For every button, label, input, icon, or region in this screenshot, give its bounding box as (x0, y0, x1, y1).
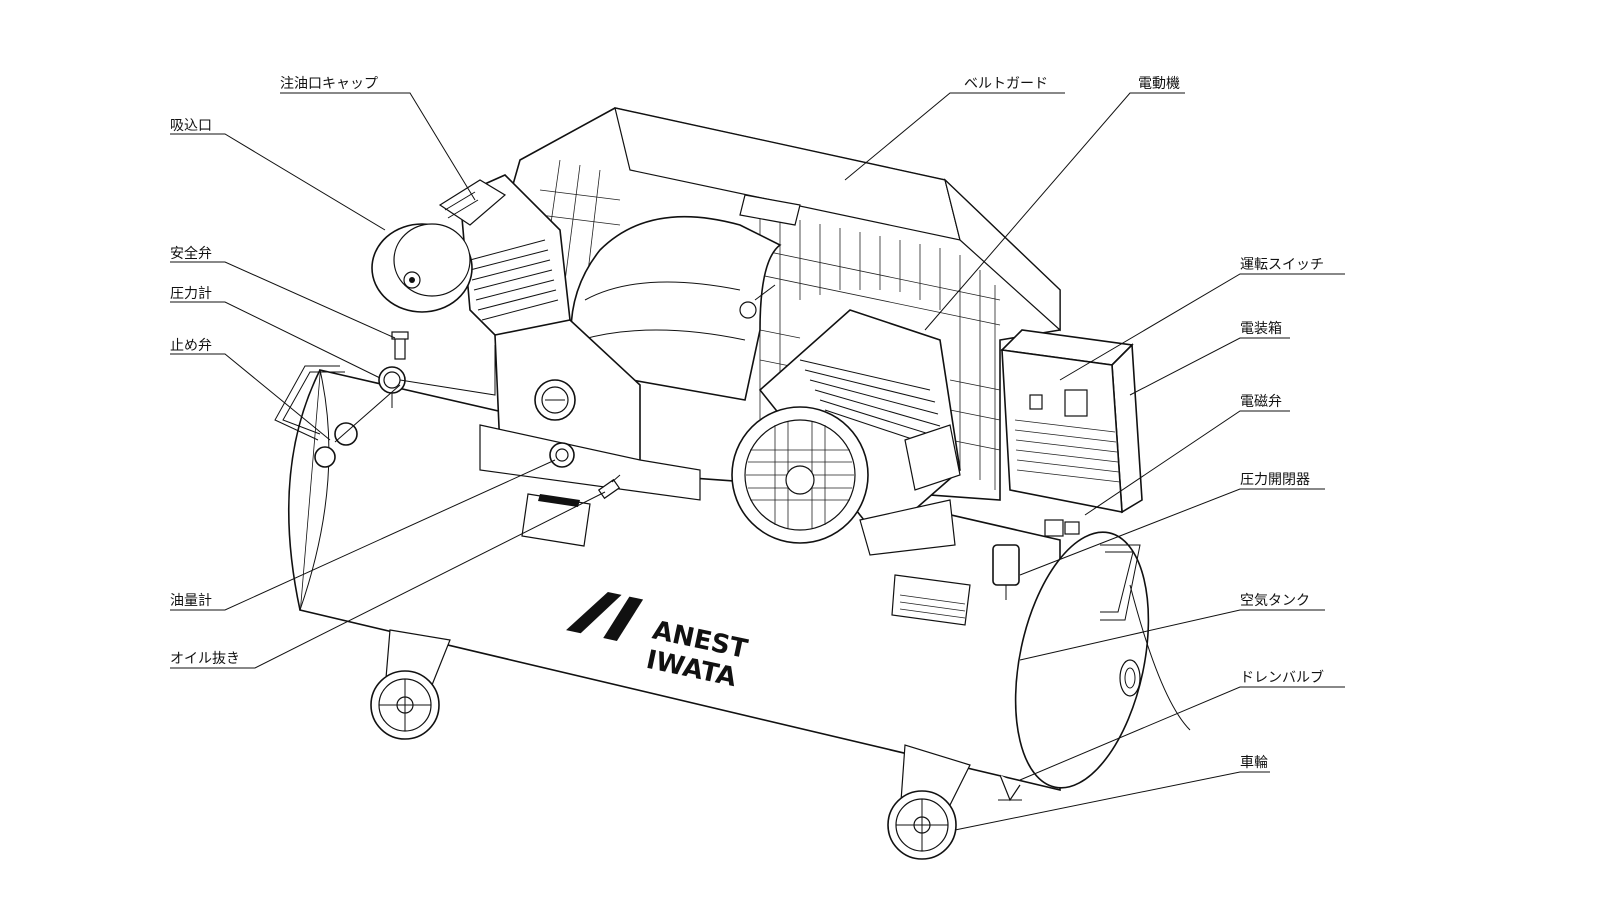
solenoid-valve (1044, 519, 1080, 537)
leader-belt-guard (844, 92, 1065, 181)
safety-valve (391, 331, 409, 360)
label-wheel: 車輪 (1240, 755, 1268, 771)
cylinder-fins (469, 239, 559, 321)
label-electrical-box: 電装箱 (1240, 321, 1282, 337)
leader-safety-valve (170, 261, 396, 339)
motor-fins (799, 359, 946, 451)
wheel-right (887, 744, 971, 860)
electrical-box-vents (1014, 419, 1121, 483)
leader-run-switch (1059, 273, 1345, 381)
label-oil-drain: オイル抜き (170, 651, 240, 667)
leader-pressure-gauge (170, 301, 381, 379)
electrical-box (1000, 329, 1143, 514)
leader-oil-cap (280, 92, 476, 201)
leader-air-tank (1019, 609, 1325, 661)
label-motor: 電動機 (1138, 76, 1180, 92)
tank-handle-right (1100, 544, 1141, 621)
label-pressure-gauge: 圧力計 (170, 286, 212, 302)
check-valve (314, 384, 401, 468)
flywheel-cover (570, 215, 782, 401)
leader-pressure-switch (1019, 488, 1325, 576)
pressure-switch (992, 544, 1020, 600)
label-pressure-switch: 圧力開閉器 (1240, 472, 1310, 488)
electric-motor (731, 309, 961, 556)
leader-motor (924, 92, 1185, 331)
warning-plate-right (891, 574, 971, 626)
label-safety-valve: 安全弁 (170, 246, 212, 262)
tank-handle-left (274, 365, 345, 441)
label-run-switch: 運転スイッチ (1240, 257, 1324, 273)
oil-level-gauge (549, 442, 575, 468)
warning-plate-left (521, 493, 591, 547)
intake-filter (371, 223, 473, 313)
leader-check-valve (170, 353, 331, 441)
leader-oil-level-gauge (170, 459, 556, 611)
label-drain-valve: ドレンバルブ (1240, 670, 1324, 686)
label-solenoid-valve: 電磁弁 (1240, 394, 1282, 410)
leader-lines (170, 92, 1345, 831)
label-belt-guard: ベルトガード (964, 76, 1048, 92)
label-intake: 吸込口 (170, 118, 212, 134)
leader-oil-drain (170, 491, 606, 669)
leader-intake (170, 133, 386, 231)
air-tank (287, 369, 1191, 792)
leader-electrical-box (1129, 337, 1290, 396)
discharge-pipe (399, 345, 496, 396)
label-check-valve: 止め弁 (170, 338, 212, 354)
leader-drain-valve (1019, 686, 1345, 781)
crankcase (479, 319, 701, 501)
label-oil-level-gauge: 油量計 (170, 593, 212, 609)
leader-solenoid-valve (1084, 410, 1290, 516)
wheel-left (370, 629, 451, 740)
label-oil-cap: 注油口キャップ (280, 76, 378, 92)
label-air-tank: 空気タンク (1240, 593, 1310, 609)
drain-valve (998, 774, 1022, 802)
belt-guard-grille (539, 159, 1001, 490)
leader-wheel (954, 771, 1270, 831)
